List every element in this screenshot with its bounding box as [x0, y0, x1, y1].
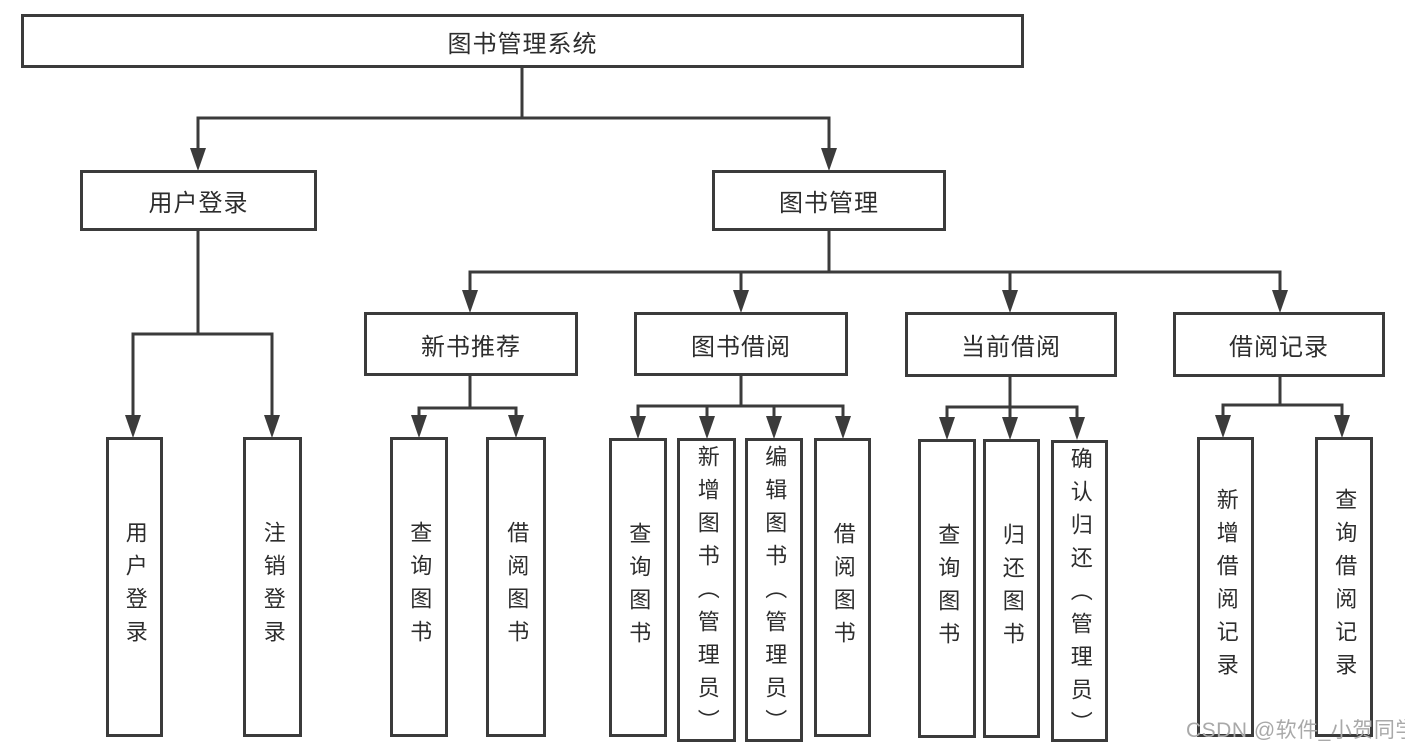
leaf-query-books-2: 查询图书 [609, 438, 667, 737]
node-book-borrow: 图书借阅 [634, 312, 848, 376]
leaf-query-books-3: 查询图书 [918, 439, 976, 738]
leaf-confirm-return-admin: 确认归还（管理员） [1051, 440, 1108, 744]
node-user-login-label: 用户登录 [148, 190, 249, 217]
leaf-borrow-books-1: 借阅图书 [486, 437, 546, 737]
node-user-login: 用户登录 [80, 170, 317, 231]
leaf-edit-book-admin-label: 编辑图书（管理员） [762, 445, 788, 742]
leaf-query-borrow-record: 查询借阅记录 [1315, 437, 1373, 737]
csdn-watermark: CSDN @软件_小贺同学 [1186, 719, 1405, 742]
node-new-book-recommend-label: 新书推荐 [421, 333, 521, 361]
leaf-query-books-2-label: 查询图书 [626, 521, 652, 654]
node-borrow-records: 借阅记录 [1173, 312, 1385, 377]
leaf-logout-label: 注销登录 [260, 521, 286, 653]
leaf-borrow-books-2: 借阅图书 [814, 438, 871, 737]
leaf-query-books-3-label: 查询图书 [935, 522, 961, 655]
leaf-logout: 注销登录 [243, 437, 302, 737]
leaf-borrow-books-1-label: 借阅图书 [504, 521, 530, 653]
leaf-query-borrow-record-label: 查询借阅记录 [1332, 488, 1358, 686]
leaf-user-login-label: 用户登录 [122, 521, 148, 653]
leaf-query-books-1-label: 查询图书 [407, 521, 433, 653]
node-borrow-records-label: 借阅记录 [1229, 334, 1329, 361]
node-current-borrow: 当前借阅 [905, 312, 1117, 377]
leaf-add-borrow-record: 新增借阅记录 [1197, 437, 1254, 737]
node-new-book-recommend: 新书推荐 [364, 312, 578, 376]
node-library-system: 图书管理系统 [21, 14, 1024, 68]
node-book-management-label: 图书管理 [779, 190, 879, 217]
leaf-query-books-1: 查询图书 [390, 437, 448, 737]
leaf-add-borrow-record-label: 新增借阅记录 [1213, 488, 1239, 686]
node-library-system-label: 图书管理系统 [447, 30, 598, 58]
leaf-borrow-books-2-label: 借阅图书 [830, 521, 856, 654]
leaf-confirm-return-admin-label: 确认归还（管理员） [1067, 447, 1093, 744]
leaf-edit-book-admin: 编辑图书（管理员） [745, 438, 803, 742]
leaf-add-book-admin: 新增图书（管理员） [677, 438, 736, 742]
leaf-user-login: 用户登录 [106, 437, 163, 737]
node-book-borrow-label: 图书借阅 [691, 333, 791, 361]
leaf-add-book-admin-label: 新增图书（管理员） [694, 445, 720, 742]
node-book-management: 图书管理 [712, 170, 946, 231]
leaf-return-book: 归还图书 [983, 439, 1040, 738]
node-current-borrow-label: 当前借阅 [961, 334, 1061, 361]
leaf-return-book-label: 归还图书 [999, 522, 1025, 655]
